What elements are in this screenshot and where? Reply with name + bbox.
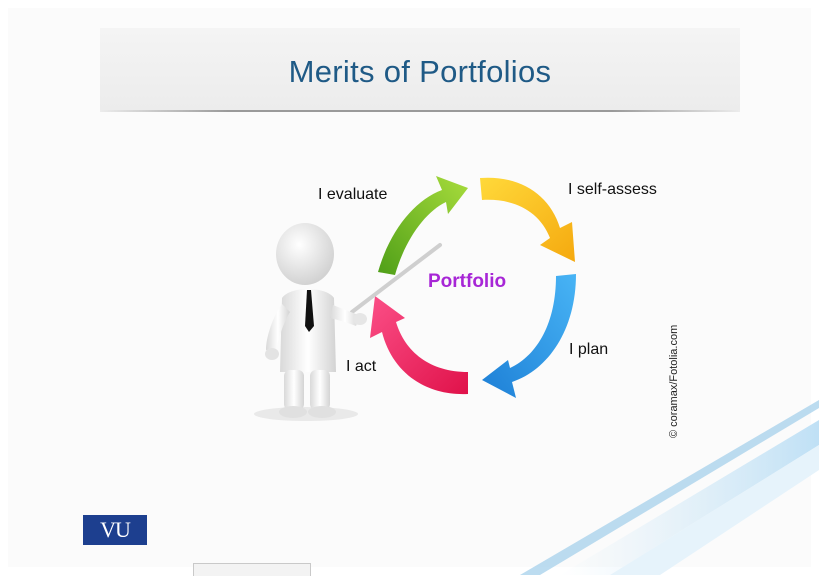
bottom-control-box xyxy=(193,563,311,576)
cycle-diagram xyxy=(370,176,576,398)
title-band xyxy=(100,28,740,112)
evaluate-arrow xyxy=(378,176,468,275)
decorative-stripes xyxy=(520,400,819,575)
center-label: Portfolio xyxy=(428,271,507,292)
presenter-figure xyxy=(254,223,442,421)
slide-title: Merits of Portfolios xyxy=(288,54,552,89)
label-self-assess: I self-assess xyxy=(568,181,657,198)
label-act: I act xyxy=(346,358,377,375)
image-credit: © coramax/Fotolia.com xyxy=(668,324,680,438)
act-arrow xyxy=(370,296,468,395)
label-evaluate: I evaluate xyxy=(318,186,388,203)
self-assess-arrow xyxy=(480,177,575,262)
vu-logo: VU xyxy=(83,515,147,545)
label-plan: I plan xyxy=(569,341,609,358)
plan-arrow xyxy=(482,274,576,398)
